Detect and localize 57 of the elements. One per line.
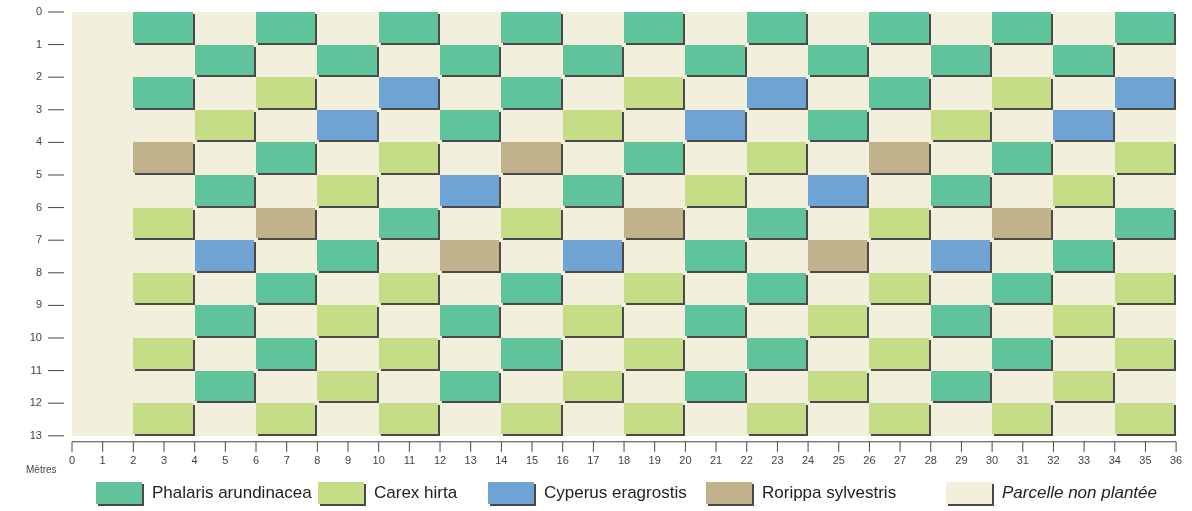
- axis-tick-label: 18: [617, 453, 631, 466]
- axis-tick-label: 7: [283, 453, 290, 466]
- axis-tick-label: 34: [1108, 453, 1121, 466]
- axis-tick-label: 4: [191, 453, 198, 466]
- axis-tick-label: 21: [709, 453, 723, 466]
- axis-tick-label: 5: [222, 453, 229, 466]
- axis-tick-label: 13: [464, 453, 477, 466]
- axis-tick-label: 24: [801, 453, 815, 466]
- axis-tick-label: 30: [985, 453, 999, 466]
- axis-tick-label: 35: [1139, 453, 1152, 466]
- axis-tick-label: 7: [35, 233, 42, 246]
- axis-tick-label: 36: [1170, 453, 1183, 466]
- axis-tick-label: 12: [433, 453, 447, 466]
- axis-tick-label: 12: [29, 396, 42, 409]
- axis-tick-label: 3: [35, 102, 42, 115]
- axis-tick-label: 11: [403, 453, 416, 466]
- axis-tick-label: 0: [68, 453, 76, 466]
- legend-label: Rorippa sylvestris: [762, 483, 897, 503]
- axis-tick-label: 1: [99, 453, 106, 466]
- axis-tick-label: 32: [1047, 453, 1060, 466]
- axis-tick-label: 14: [495, 453, 508, 466]
- axis-tick-label: 3: [160, 453, 168, 466]
- axis-tick-label: 23: [771, 453, 784, 466]
- axis-tick-label: 15: [525, 453, 539, 466]
- legend-label: Cyperus eragrostis: [544, 483, 687, 503]
- axis-tick-label: 4: [35, 135, 42, 148]
- axis-tick-label: 25: [832, 453, 845, 466]
- axis-tick-label: 20: [679, 453, 692, 466]
- legend-label: Carex hirta: [374, 483, 458, 503]
- axis-tick-label: 2: [35, 70, 42, 83]
- axis-tick-label: 16: [556, 453, 569, 466]
- axis-tick-label: 10: [29, 331, 42, 343]
- axis-tick-label: 33: [1078, 453, 1091, 466]
- axis-tick-label: 19: [648, 453, 661, 466]
- axis-tick-label: 6: [252, 453, 260, 466]
- axis-tick-label: 27: [893, 453, 907, 466]
- legend-label: Phalaris arundinacea: [152, 483, 312, 503]
- axis-tick-label: 2: [130, 453, 137, 466]
- legend-label: Parcelle non plantée: [1002, 483, 1157, 503]
- axis-unit-label: Mètres: [26, 463, 57, 475]
- axis-tick-label: 5: [35, 168, 42, 180]
- axis-tick-label: 28: [924, 453, 937, 466]
- axis-tick-label: 1: [35, 37, 42, 50]
- axis-tick-label: 9: [344, 453, 352, 466]
- axis-tick-label: 13: [29, 428, 42, 441]
- axis-tick-label: 22: [740, 453, 753, 466]
- axis-tick-label: 26: [863, 453, 876, 466]
- axis-tick-label: 6: [35, 200, 42, 213]
- axis-tick-label: 17: [587, 453, 600, 466]
- axis-tick-label: 29: [955, 453, 968, 466]
- axis-tick-label: 8: [35, 265, 42, 278]
- axis-tick-label: 10: [372, 453, 385, 466]
- axis-tick-label: 31: [1016, 453, 1029, 466]
- axis-tick-label: 8: [314, 453, 321, 466]
- axis-tick-label: 0: [35, 5, 42, 17]
- axis-tick-label: 11: [30, 363, 42, 376]
- axis-tick-label: 9: [35, 298, 42, 311]
